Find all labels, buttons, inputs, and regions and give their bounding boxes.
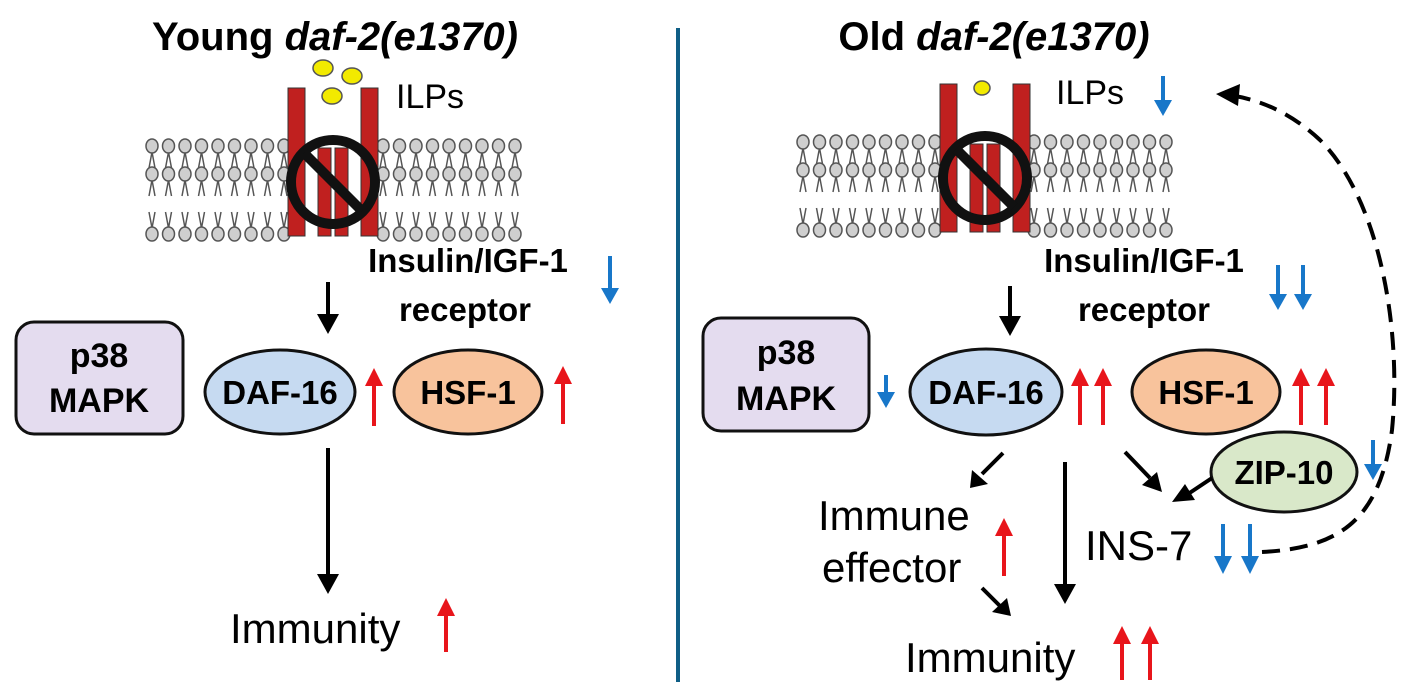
- left-title: Young daf-2(e1370): [152, 15, 518, 59]
- right-zip10-node: ZIP-10: [1209, 430, 1359, 514]
- right-immune-effector-line2: effector: [822, 544, 961, 591]
- right-hsf1-double-up-arrow: [1292, 368, 1335, 425]
- right-receptor-to-daf16-arrow: [999, 286, 1021, 336]
- svg-text:MAPK: MAPK: [49, 382, 150, 420]
- right-ilps-label: ILPs: [1056, 74, 1124, 112]
- svg-text:DAF-16: DAF-16: [222, 374, 338, 411]
- right-p38-mapk-box: p38 MAPK: [701, 316, 871, 433]
- left-immunity-label: Immunity: [230, 605, 400, 652]
- left-hsf1-up-arrow: [554, 366, 572, 424]
- right-ins7-feedback-dashed-arrow: [1216, 84, 1397, 554]
- left-daf16-to-immunity-arrow: [317, 448, 339, 594]
- left-receptor-label-line2: receptor: [399, 291, 531, 328]
- svg-text:p38: p38: [70, 337, 129, 375]
- left-daf16-node: DAF-16: [203, 348, 357, 436]
- right-receptor-label-line1: Insulin/IGF-1: [1044, 242, 1244, 279]
- left-hsf1-node: HSF-1: [392, 348, 544, 436]
- svg-text:HSF-1: HSF-1: [420, 374, 515, 411]
- right-zip10-to-ins7-arrow: [1172, 476, 1214, 502]
- right-ilps-down-arrow: [1154, 76, 1172, 116]
- right-daf16-double-up-arrow: [1071, 368, 1112, 425]
- right-ins7-label: INS-7: [1085, 522, 1192, 569]
- svg-text:HSF-1: HSF-1: [1158, 374, 1253, 411]
- left-receptor-label-line1: Insulin/IGF-1: [368, 242, 568, 279]
- right-immune-effector-line1: Immune: [818, 492, 970, 539]
- right-p38-down-arrow: [877, 375, 895, 408]
- right-daf16-to-immunity-arrow: [1054, 462, 1076, 604]
- right-no-symbol-icon: [938, 131, 1032, 225]
- left-ilps-label: ILPs: [396, 78, 464, 116]
- right-immune-effector-to-immunity-arrow: [980, 586, 1011, 616]
- right-daf16-to-immune-effector-arrow: [970, 451, 1005, 488]
- right-receptor-label-line2: receptor: [1078, 291, 1210, 328]
- right-immune-effector-up-arrow: [995, 518, 1013, 576]
- left-immunity-up-arrow: [437, 598, 455, 652]
- right-receptor-double-down-arrow: [1269, 265, 1312, 310]
- svg-text:ZIP-10: ZIP-10: [1234, 454, 1333, 491]
- right-immunity-double-up-arrow: [1113, 626, 1159, 680]
- svg-text:DAF-16: DAF-16: [928, 374, 1044, 411]
- left-receptor-down-arrow: [601, 256, 619, 304]
- svg-text:p38: p38: [757, 334, 816, 372]
- right-immunity-label: Immunity: [905, 634, 1075, 681]
- svg-text:MAPK: MAPK: [736, 380, 837, 418]
- right-daf16-node: DAF-16: [908, 347, 1064, 437]
- right-hsf1-to-ins7-arrow: [1123, 450, 1162, 492]
- left-p38-mapk-box: p38 MAPK: [14, 320, 185, 436]
- left-ilp-ligands: [312, 59, 363, 105]
- right-hsf1-node: HSF-1: [1130, 348, 1282, 436]
- left-receptor-to-daf16-arrow: [317, 282, 339, 334]
- left-daf16-up-arrow: [365, 368, 383, 426]
- right-ins7-double-down-arrow: [1214, 524, 1259, 574]
- right-title: Old daf-2(e1370): [838, 15, 1149, 59]
- right-zip10-down-arrow: [1364, 440, 1382, 480]
- left-no-symbol-icon: [286, 135, 380, 229]
- right-ilp-ligand: [973, 80, 991, 96]
